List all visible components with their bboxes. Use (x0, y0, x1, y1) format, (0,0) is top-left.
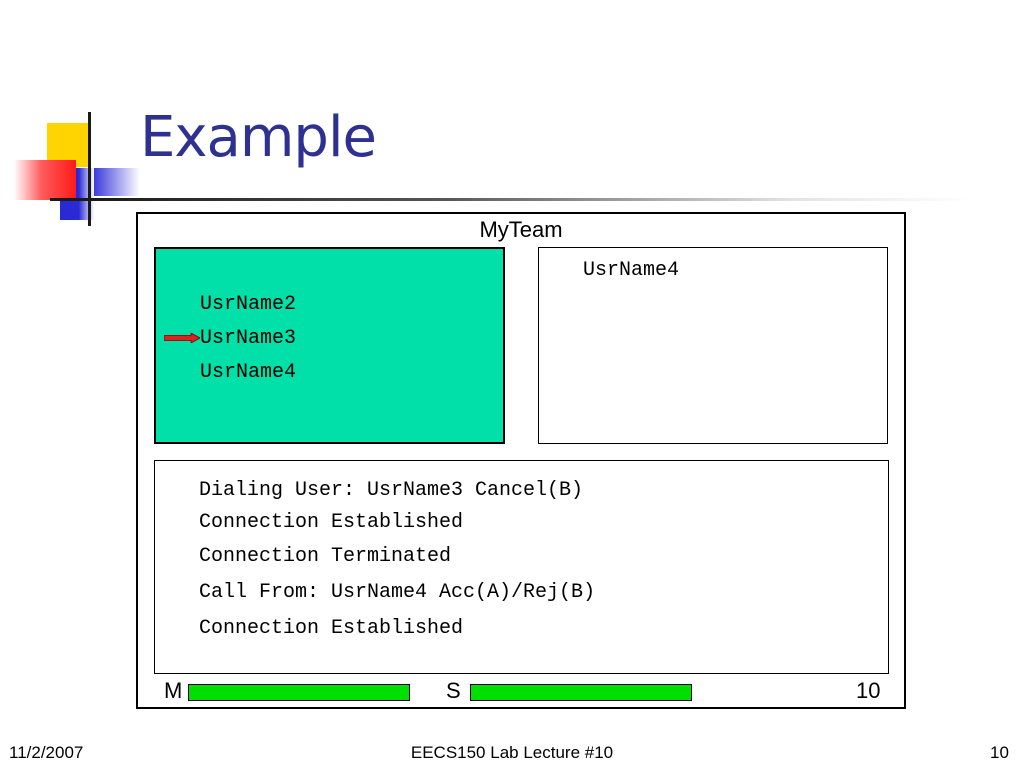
message-line: Connection Established (199, 617, 464, 640)
slide-title: Example (140, 105, 377, 170)
logo-horizontal-line (50, 198, 100, 201)
message-line: Connection Terminated (199, 545, 452, 568)
logo-red-square (14, 160, 76, 200)
user-list-item[interactable]: UsrName2 (200, 293, 297, 316)
footer-date: 11/2/2007 (9, 743, 84, 762)
logo-yellow-square (47, 123, 89, 167)
selection-arrow-icon (164, 333, 200, 343)
s-label: S (446, 678, 461, 703)
message-line: Call From: UsrName4 Acc(A)/Rej(B) (199, 581, 596, 604)
m-level-bar (188, 684, 410, 701)
s-level-bar (470, 684, 692, 701)
footer-course: EECS150 Lab Lecture #10 (410, 743, 614, 762)
user-list-item[interactable]: UsrName4 (200, 361, 297, 384)
device-title: MyTeam (479, 217, 563, 242)
message-line: Dialing User: UsrName3 Cancel(B) (199, 479, 584, 502)
device-screen: MyTeam UsrName2 UsrName3 UsrName4 UsrNam… (136, 212, 906, 709)
title-underline (90, 198, 970, 201)
active-user-name: UsrName4 (583, 259, 680, 282)
message-panel: Dialing User: UsrName3 Cancel(B) Connect… (154, 460, 889, 674)
footer-page-number: 10 (990, 743, 1009, 762)
logo-vertical-line (88, 112, 91, 226)
user-list-item-selected[interactable]: UsrName3 (200, 327, 297, 350)
count-value: 10 (856, 678, 881, 703)
active-user-panel: UsrName4 (538, 247, 888, 444)
logo-blue-gradient (94, 168, 140, 196)
user-list-panel: UsrName2 UsrName3 UsrName4 (154, 247, 505, 444)
message-line: Connection Established (199, 511, 464, 534)
m-label: M (164, 678, 183, 703)
